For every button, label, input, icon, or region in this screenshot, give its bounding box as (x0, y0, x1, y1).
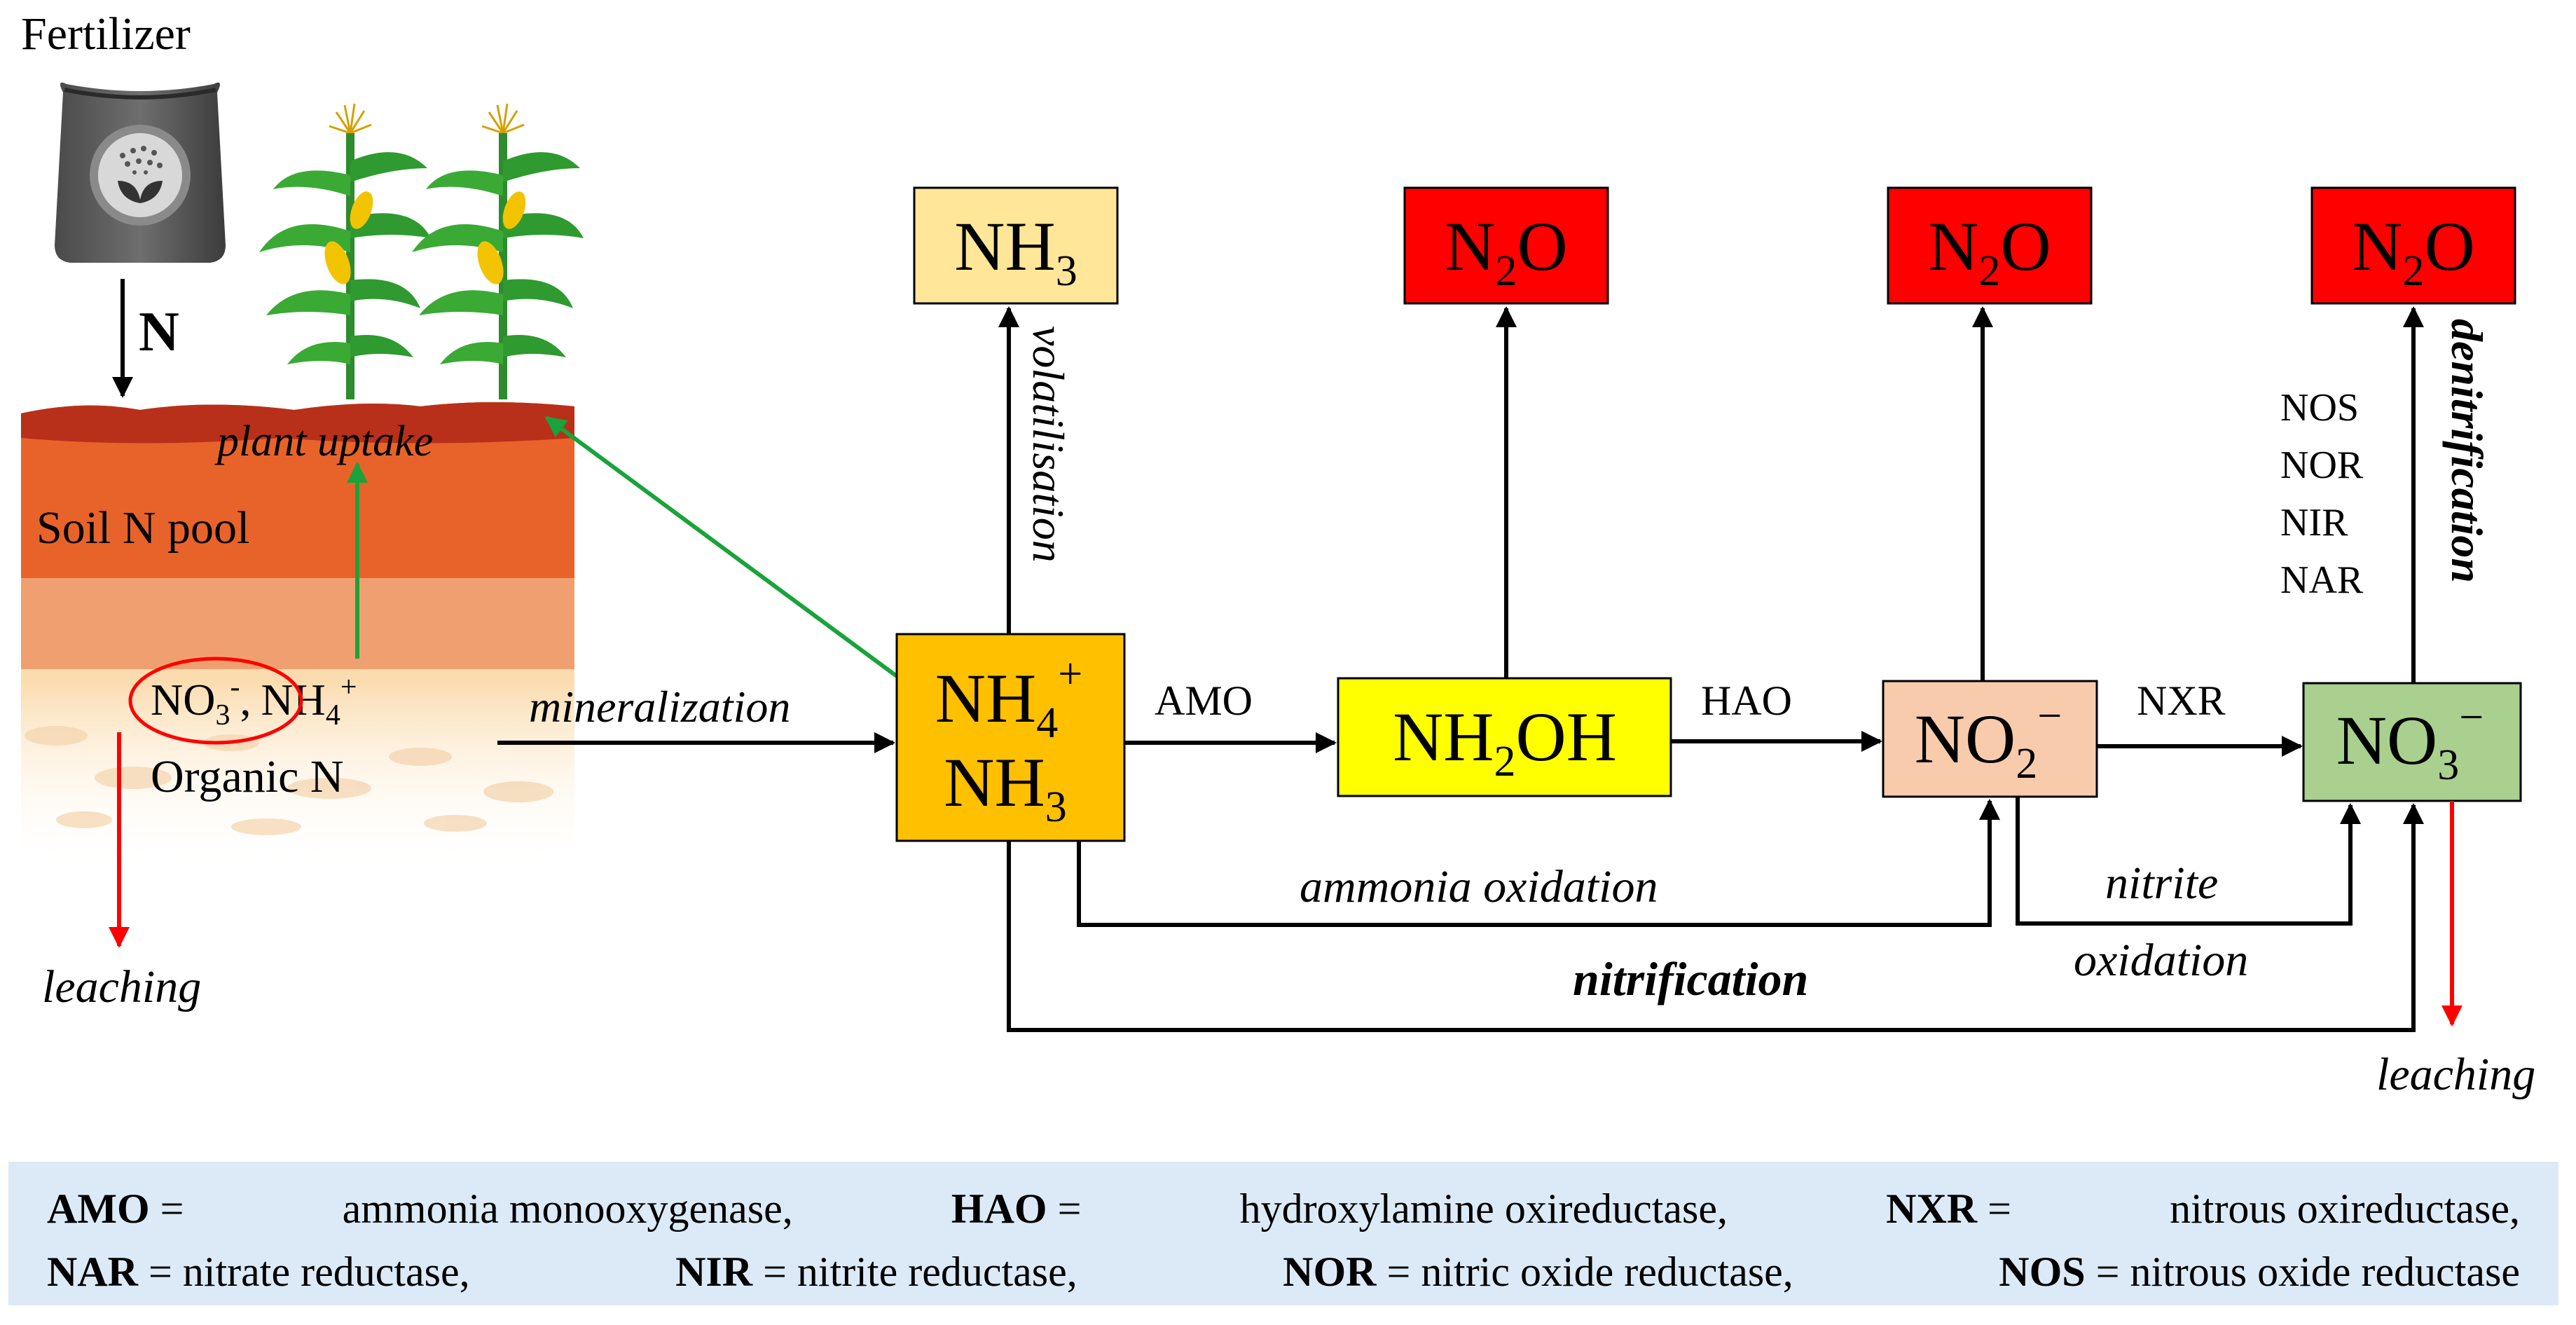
legend-nar: NAR = nitrate reductase, (47, 1249, 470, 1295)
enzyme-nar: NAR (2280, 558, 2364, 602)
corn-plant-icon (412, 103, 584, 399)
no3-box (2302, 682, 2522, 802)
plant-uptake-label: plant uptake (214, 418, 433, 465)
nitrate-highlight-ellipse (128, 657, 303, 745)
n2o-box-1 (1403, 186, 1609, 305)
corn-plant-icon (259, 103, 431, 399)
nitrogen-cycle-diagram: Fertilizer N (21, 8, 2535, 1100)
ammonia-oxidation-label: ammonia oxidation (1300, 861, 1658, 912)
nitrite-oxidation-connector (2016, 797, 2361, 926)
nh2oh-formula: NH2OH (1393, 698, 1617, 785)
enzyme-nir: NIR (2280, 501, 2348, 544)
legend-hao: HAO = (951, 1186, 1082, 1232)
hao-label: HAO (1701, 678, 1792, 724)
legend-hao-text: hydroxylamine oxireductase, (1239, 1186, 1728, 1232)
n2o-formula-3: N2O (2352, 207, 2474, 295)
nh2oh-box (1337, 677, 1672, 797)
fertilizer-bag-icon (55, 82, 226, 263)
nh4-plant-uptake-arrow (544, 416, 898, 678)
fertilizer-label: Fertilizer (21, 8, 191, 60)
n2o-formula-1: N2O (1445, 207, 1567, 295)
enzyme-nor: NOR (2280, 444, 2364, 487)
nxr-label: NXR (2137, 678, 2226, 724)
n2o-box-3 (2310, 186, 2516, 305)
denitrification-label: denitrification (2442, 319, 2492, 583)
legend-nxr: NXR = (1886, 1186, 2011, 1232)
ammonia-oxidation-connector (1077, 799, 2000, 927)
leaching-left-label: leaching (42, 961, 201, 1012)
legend-nor: NOR = nitric oxide reductase, (1283, 1249, 1793, 1295)
organic-n-label: Organic N (151, 751, 344, 802)
legend-line-1: AMO = ammonia monooxygenase, HAO = hydro… (47, 1177, 2520, 1240)
legend-nos: NOS = nitrous oxide reductase (1999, 1249, 2520, 1295)
oxidation-label: oxidation (2074, 935, 2248, 986)
nh3-volatilised-formula: NH3 (954, 207, 1077, 295)
legend-nir: NIR = nitrite reductase, (675, 1249, 1077, 1295)
legend-amo-text: ammonia monooxygenase, (342, 1186, 793, 1232)
abbreviation-legend: AMO = ammonia monooxygenase, HAO = hydro… (8, 1162, 2558, 1305)
nh3-volatilised-box (913, 186, 1119, 305)
n2o-formula-2: N2O (1928, 207, 2051, 295)
nh4-nh3-box (895, 633, 1126, 842)
legend-line-2: NAR = nitrate reductase, NIR = nitrite r… (47, 1240, 2520, 1303)
leaching-right-label: leaching (2376, 1049, 2535, 1100)
fertilizer-n-label: N (139, 301, 179, 363)
nitrification-label: nitrification (1573, 952, 1808, 1005)
nh3-formula: NH3 (944, 743, 1066, 831)
volatilisation-label: volatilisation (1024, 326, 1073, 563)
amo-label: AMO (1155, 678, 1253, 724)
no3-formula: NO3− (2336, 694, 2484, 789)
nh4-formula: NH4+ (935, 650, 1082, 747)
legend-amo: AMO = (47, 1186, 184, 1232)
no2-formula: NO2− (1915, 692, 2062, 788)
mineralization-label: mineralization (529, 682, 790, 732)
nitrite-label: nitrite (2105, 858, 2218, 909)
n2o-box-2 (1887, 186, 2093, 305)
legend-nxr-text: nitrous oxireductase, (2170, 1186, 2520, 1232)
no2-box (1882, 680, 2098, 798)
enzyme-nos: NOS (2280, 386, 2359, 430)
nitrification-connector (1007, 803, 2424, 1032)
soil-pool-label: Soil N pool (36, 502, 249, 554)
